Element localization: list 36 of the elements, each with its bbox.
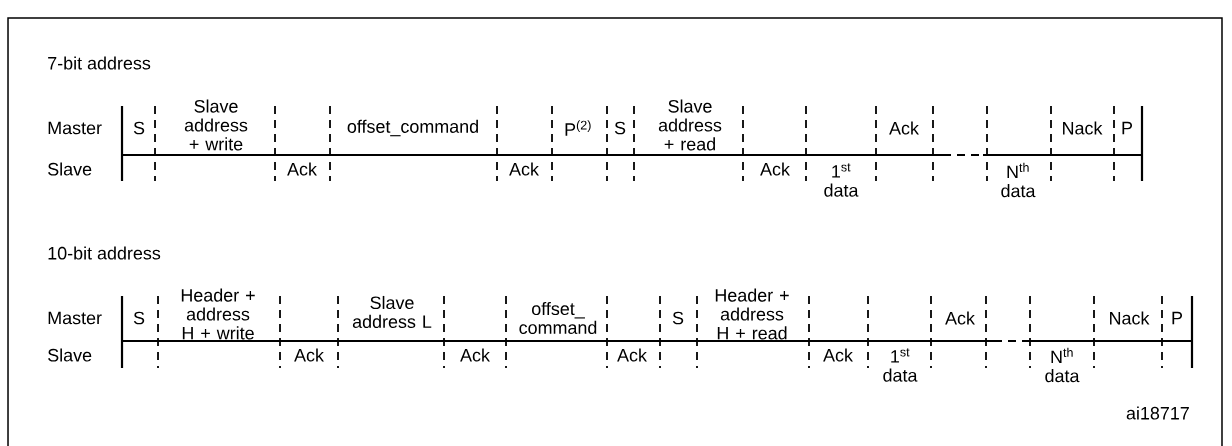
bit-field-label: offset_ command [519, 301, 597, 335]
figure-id: ai18717 [1126, 406, 1189, 420]
bit-field-label: S [614, 121, 626, 135]
lane-label: Slave [48, 348, 92, 362]
bit-field-label: S [133, 311, 145, 325]
bit-field-label: Ack [460, 348, 490, 362]
bit-field-label: offset_command [347, 119, 478, 137]
bit-field-label: Slave address + read [658, 99, 722, 151]
bit-field-label: Ack [760, 162, 790, 176]
bit-field-label: Ack [889, 121, 919, 135]
lane-label: Master [48, 121, 102, 135]
bit-field-label: Ack [945, 311, 975, 325]
section-heading: 10-bit address [48, 246, 161, 260]
bit-field-label: N$^{th}$ data [1001, 162, 1036, 198]
bit-field-label: Nack [1063, 121, 1103, 135]
bit-field-label: S [133, 121, 145, 135]
bit-field-label: Ack [823, 348, 853, 362]
bit-field-label: Ack [509, 162, 539, 176]
bit-field-label: Header + address H + write [181, 288, 255, 340]
bit-field-label: N$^{th}$ data [1045, 347, 1080, 383]
lane-label: Slave [48, 162, 92, 176]
bit-field-label: P [1122, 121, 1133, 135]
bit-field-label: 1$^{st}$ data [824, 163, 859, 197]
bit-field-label: Header + address H + read [715, 288, 789, 340]
bit-field-label: S [672, 311, 684, 325]
bit-field-label: 1$^{st}$ data [883, 348, 918, 382]
bit-field-label: Slave address L [352, 295, 432, 329]
bit-field-label: P$^{(2)}$ [565, 120, 591, 136]
bit-field-label: Slave address + write [184, 99, 248, 151]
bit-field-label: P [1172, 311, 1183, 325]
bit-field-label: Ack [287, 162, 317, 176]
section-heading: 7-bit address [48, 56, 151, 70]
bit-field-label: Nack [1110, 311, 1150, 325]
lane-label: Master [48, 311, 102, 325]
bit-field-label: Ack [294, 348, 324, 362]
bit-field-label: Ack [617, 348, 647, 362]
